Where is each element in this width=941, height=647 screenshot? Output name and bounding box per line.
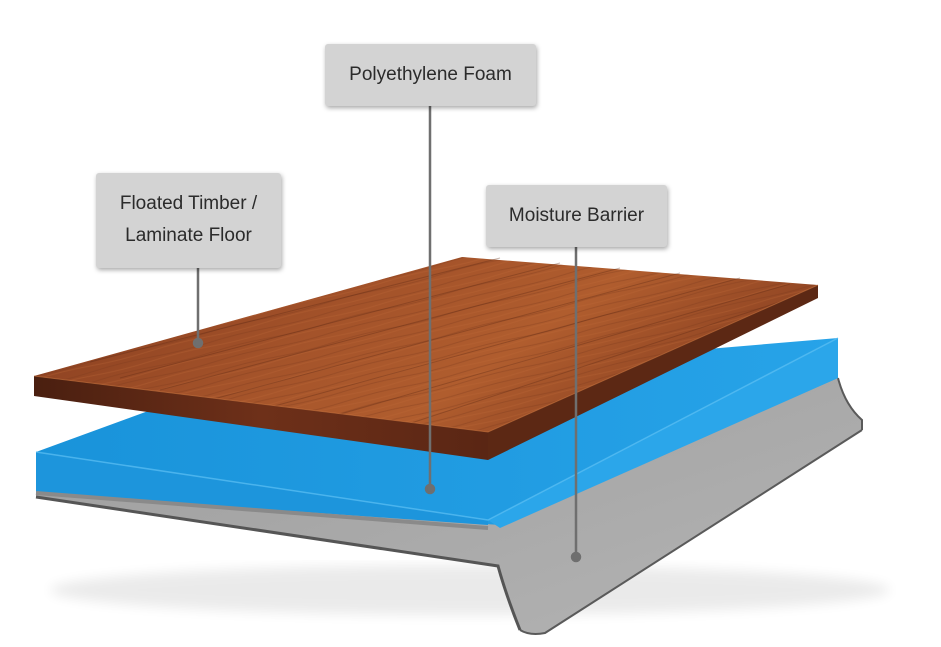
callout-moisture-barrier: Moisture Barrier <box>486 185 667 247</box>
callout-timber-line1: Floated Timber / <box>119 193 258 214</box>
callout-polyethylene-foam: Polyethylene Foam <box>325 44 536 106</box>
callout-foam-text: Polyethylene Foam <box>349 64 512 85</box>
timber-leader-dot <box>192 337 204 349</box>
floor-shadow <box>50 565 890 615</box>
foam-leader-dot <box>424 483 436 495</box>
callout-timber-line2: Laminate Floor <box>125 225 252 246</box>
moisture-barrier-layer <box>35 360 863 635</box>
callout-barrier-text: Moisture Barrier <box>508 205 645 226</box>
barrier-leader-dot <box>570 551 582 563</box>
timber-floor-layer <box>33 257 819 460</box>
callout-floated-timber: Floated Timber / Laminate Floor <box>96 173 281 268</box>
leader-lines <box>192 106 582 563</box>
